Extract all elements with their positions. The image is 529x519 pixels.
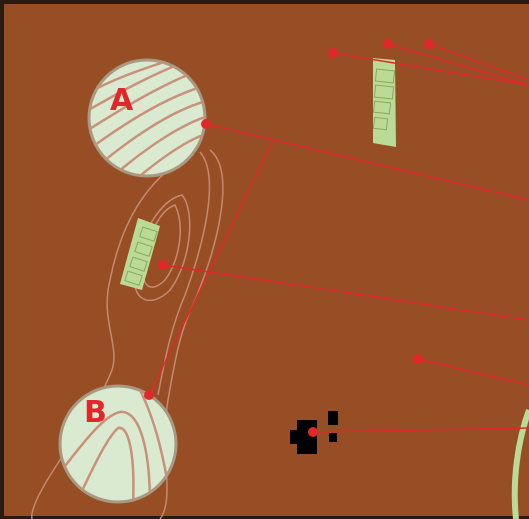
green-strip-top (372, 58, 396, 147)
leader-line-top-1 (332, 52, 529, 86)
endpoint-top-3 (424, 39, 434, 49)
endpoint-blob (308, 427, 318, 437)
leader-line-a-diagonal (148, 140, 274, 396)
leader-line-mid (417, 358, 529, 386)
green-strip-left (120, 218, 160, 290)
leader-line-top-2 (387, 43, 529, 86)
leader-line-left-strip (162, 264, 529, 321)
endpoint-mid (413, 354, 423, 364)
label-a: A (110, 83, 134, 118)
label-b: B (84, 395, 107, 430)
leader-endpoints (144, 39, 434, 437)
leader-line-top-3 (428, 43, 529, 81)
endpoint-b (144, 390, 154, 400)
endpoint-left-strip (158, 260, 168, 270)
leader-lines (148, 43, 529, 433)
leader-line-a (205, 123, 529, 201)
endpoint-a (201, 119, 211, 129)
green-arc-edge (511, 408, 529, 519)
leader-line-blob (312, 427, 529, 433)
circle-a: A (87, 58, 207, 178)
circle-b: B (58, 384, 178, 504)
endpoint-top-2 (383, 39, 393, 49)
endpoint-top-1 (328, 48, 338, 58)
